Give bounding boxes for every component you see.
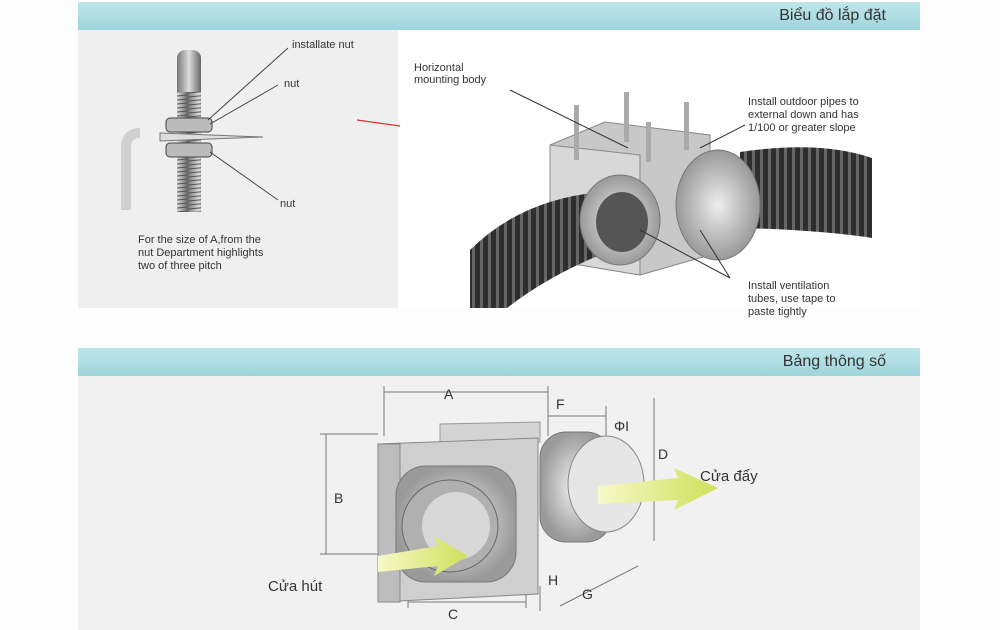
- label-outdoor-3: 1/100 or greater slope: [748, 122, 856, 134]
- section-title-installation: Biểu đồ lắp đặt: [779, 7, 886, 24]
- label-installate-nut: installate nut: [292, 39, 354, 51]
- dim-label-a: A: [444, 386, 454, 402]
- label-vent-3: paste tightly: [748, 306, 807, 318]
- spec-dimension-panel: A F ΦI D B C H G Cửa đẩy Cửa hút: [78, 376, 920, 630]
- dim-label-h: H: [548, 572, 559, 588]
- dim-label-f: F: [556, 396, 565, 412]
- fan-installation-illustration: [470, 89, 872, 308]
- label-outdoor-1: Install outdoor pipes to: [748, 96, 859, 108]
- header-band-bottom: Bảng thông số: [78, 348, 920, 376]
- note-line-2: nut Department highlights: [138, 247, 264, 259]
- label-vent-2: tubes, use tape to: [748, 293, 836, 305]
- threaded-rod-illustration: [121, 47, 289, 212]
- label-nut-bottom: nut: [280, 198, 296, 210]
- dim-label-b: B: [334, 490, 344, 506]
- header-band-top: Biểu đồ lắp đặt: [78, 2, 920, 30]
- note-line-1: For the size of A,from the: [138, 234, 261, 246]
- nut-diagram-panel: installate nut nut nut For the size of A…: [78, 30, 398, 308]
- dim-label-d: D: [658, 446, 669, 462]
- label-horizontal-2: mounting body: [414, 74, 487, 86]
- label-outdoor-2: external down and has: [748, 109, 859, 121]
- fan-dimension-illustration: [320, 386, 718, 611]
- dim-label-g: G: [582, 586, 593, 602]
- label-nut-top: nut: [284, 78, 300, 90]
- dim-label-c: C: [448, 606, 459, 622]
- dim-label-phi: ΦI: [614, 418, 630, 434]
- label-horizontal-1: Horizontal: [414, 62, 464, 74]
- note-line-3: two of three pitch: [138, 260, 222, 272]
- section-title-specs: Bảng thông số: [782, 353, 886, 370]
- label-outlet: Cửa đẩy: [700, 468, 758, 485]
- label-vent-1: Install ventilation: [748, 280, 830, 292]
- installation-photo-panel: Horizontal mounting body Install outdoor…: [400, 30, 920, 318]
- label-inlet: Cửa hút: [268, 578, 323, 595]
